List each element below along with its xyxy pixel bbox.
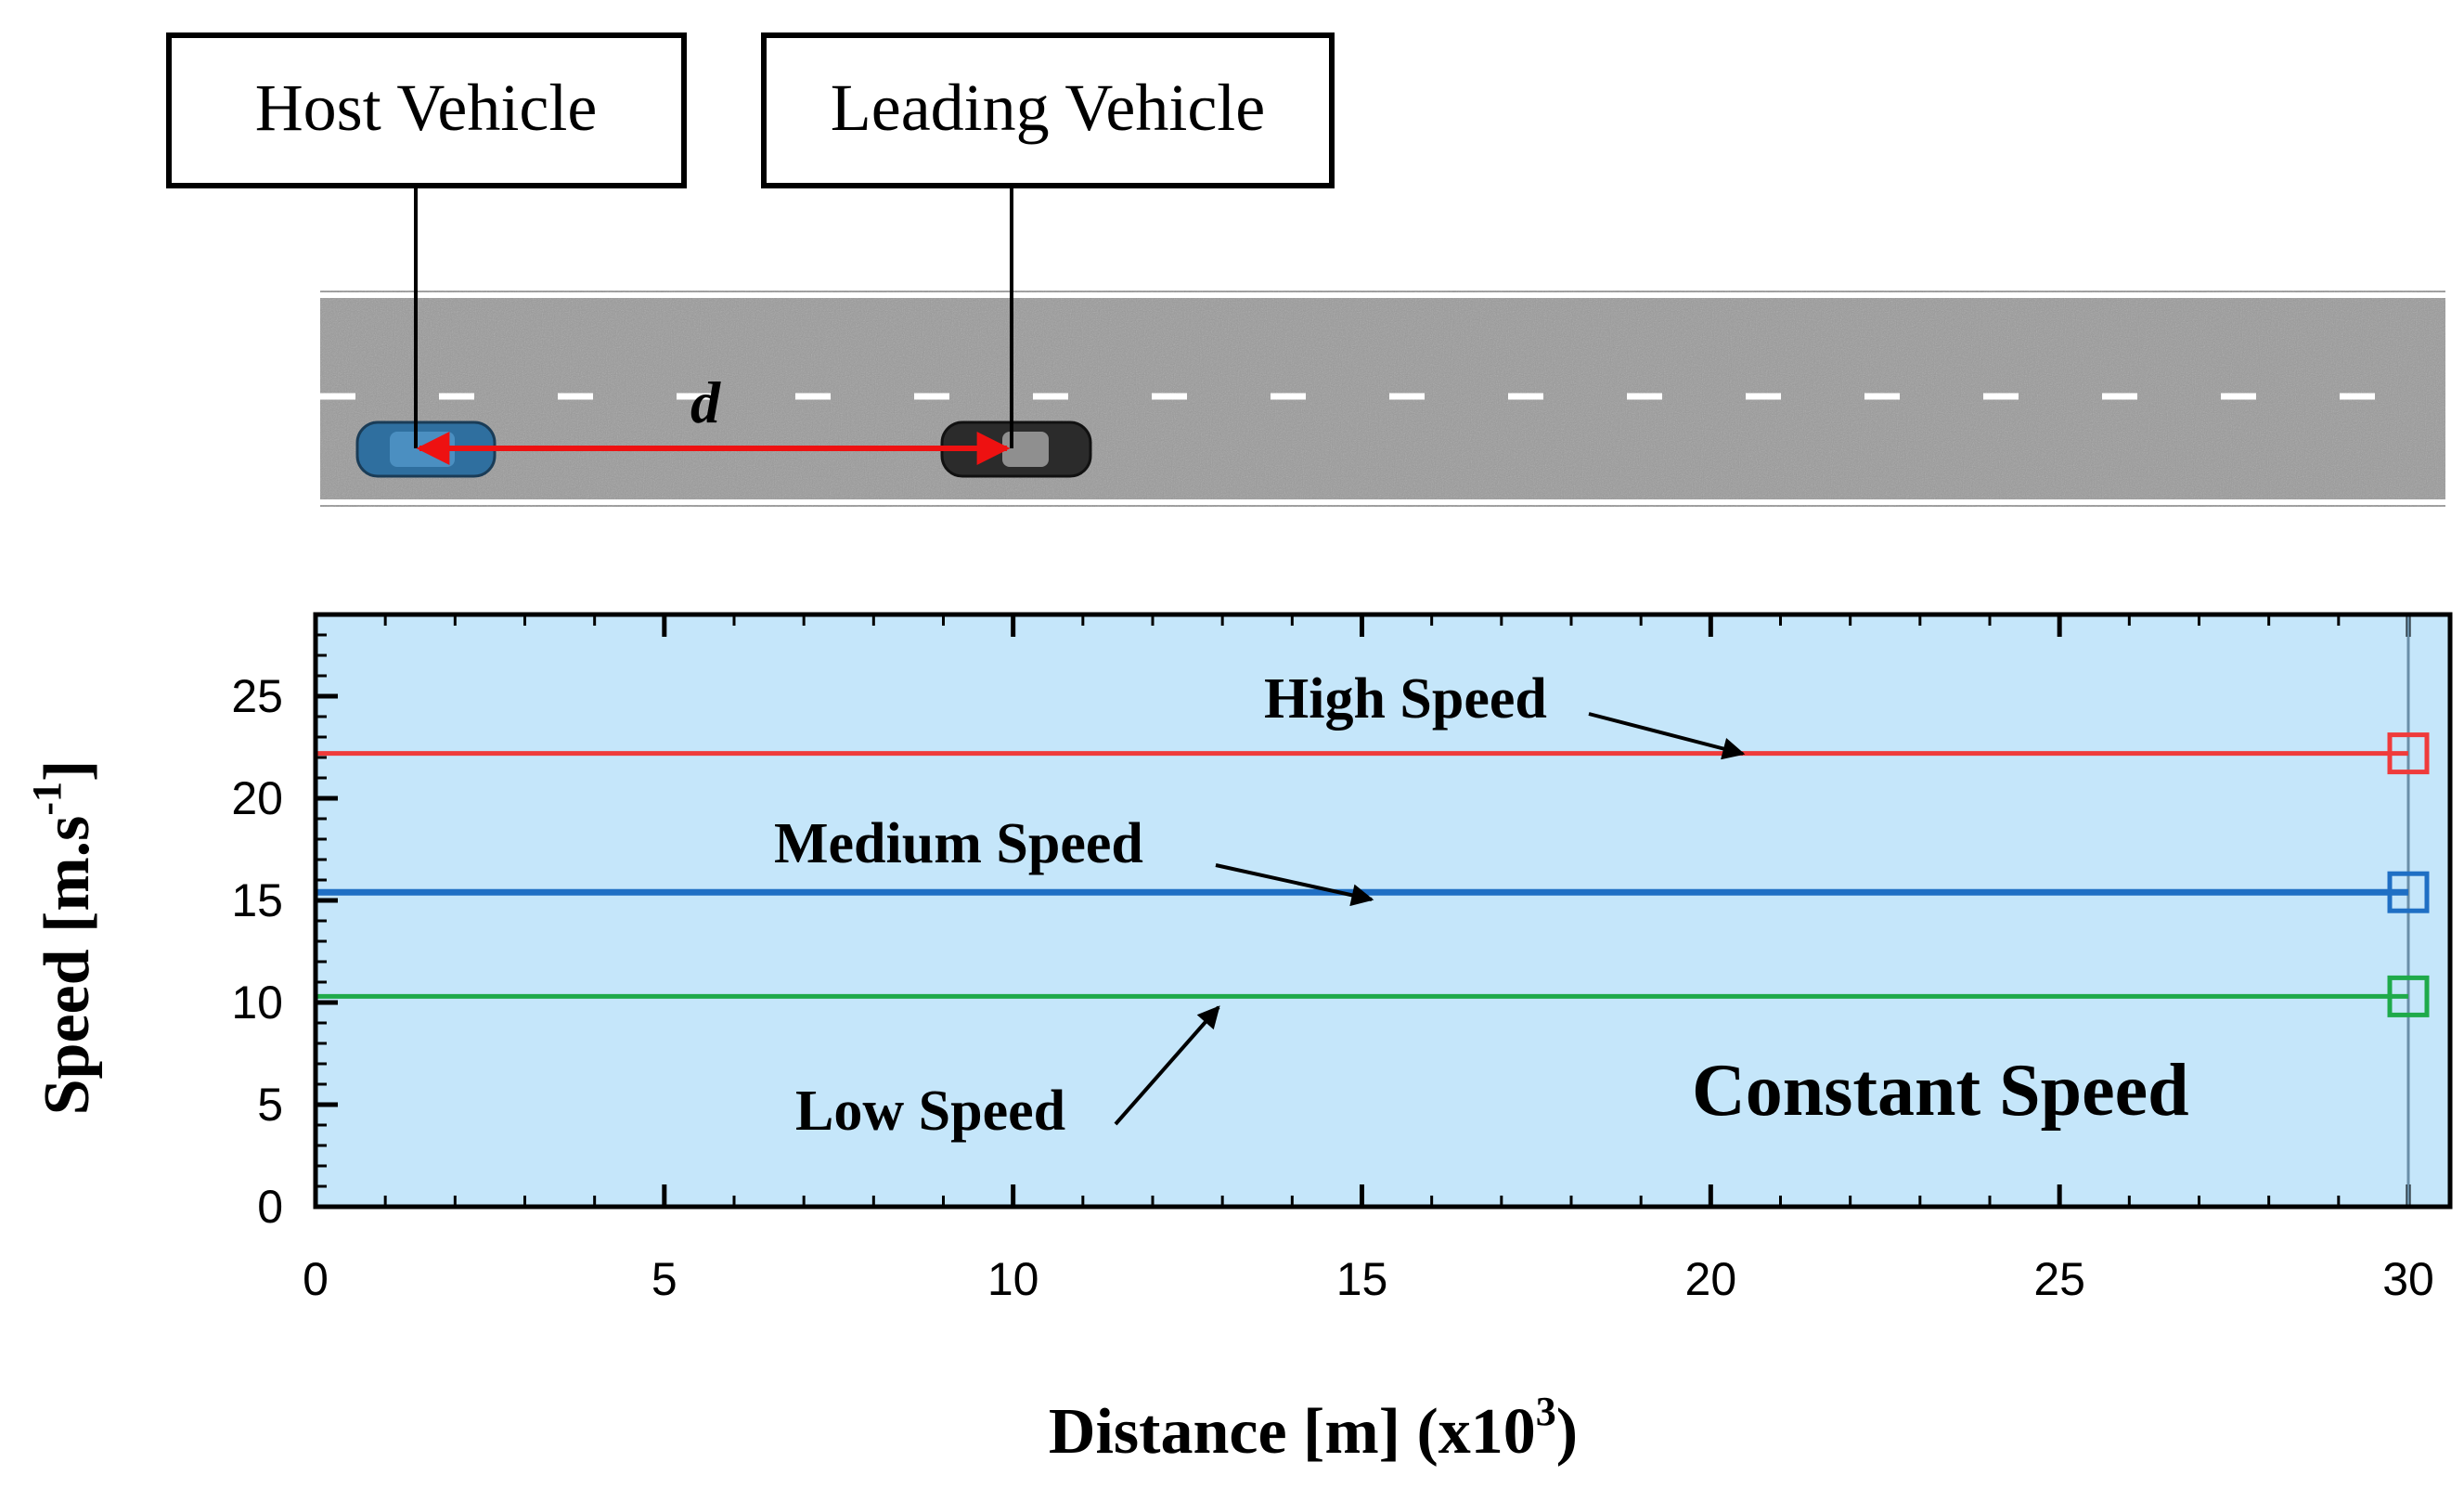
- arrow-high-speed: [1588, 712, 1746, 760]
- x-axis-title: Distance [m] (x103): [1049, 1389, 1578, 1468]
- road-asphalt: [320, 291, 2445, 507]
- series-marker-low-speed: [2387, 975, 2430, 1017]
- y-axis-title: Speed [m.s-1]: [24, 760, 103, 1116]
- y-tick-label: 0: [257, 1181, 283, 1233]
- leading-vehicle-window: [1002, 432, 1049, 467]
- y-tick-label: 15: [231, 874, 283, 926]
- series-marker-high-speed: [2387, 732, 2430, 775]
- x-axis-title-suffix: ): [1556, 1396, 1578, 1468]
- speed-chart: 0 5 10 15 20 25 30 0 5 10 15 20 25 High Speed Medium…: [24, 612, 2453, 1468]
- y-axis-title-main: Speed [m.s: [32, 816, 103, 1116]
- leading-label: Leading Vehicle: [831, 71, 1266, 145]
- y-tick-label: 20: [231, 772, 283, 824]
- leading-label-box: [761, 32, 1335, 188]
- x-tick-label: 30: [2382, 1253, 2434, 1305]
- x-tick-label: 10: [987, 1253, 1039, 1305]
- y-tick-label: 10: [231, 977, 283, 1029]
- plot-area: [316, 615, 2450, 1207]
- y-tick-label: 5: [257, 1079, 283, 1131]
- host-label-box: [166, 32, 687, 188]
- plot-frame: [313, 612, 2453, 1210]
- road-scene: d Host Vehicle Leading Vehicle: [166, 32, 2445, 507]
- y-tick-label: 25: [231, 670, 283, 722]
- label-low-speed: Low Speed: [795, 1080, 1065, 1143]
- tick-labels: 0 5 10 15 20 25 30 0 5 10 15 20 25: [231, 670, 2433, 1305]
- x-tick-label: 15: [1336, 1253, 1388, 1305]
- x-axis-title-main: Distance [m] (x10: [1049, 1396, 1536, 1468]
- x-tick-label: 0: [303, 1253, 329, 1305]
- label-medium-speed: Medium Speed: [774, 812, 1143, 875]
- x-axis-title-sup: 3: [1536, 1389, 1556, 1434]
- series-marker-medium-speed: [2387, 871, 2430, 913]
- x-tick-label: 5: [651, 1253, 677, 1305]
- gap-label: d: [690, 369, 721, 435]
- x-tick-label: 25: [2033, 1253, 2085, 1305]
- host-label: Host Vehicle: [255, 71, 598, 145]
- y-axis-title-sup: -1: [24, 782, 70, 816]
- constant-speed-annotation: Constant Speed: [1692, 1050, 2189, 1132]
- y-axis-title-suffix: ]: [32, 760, 103, 782]
- arrow-medium-speed: [1215, 863, 1374, 907]
- arrow-low-speed: [1114, 1005, 1220, 1126]
- x-tick-label: 20: [1685, 1253, 1737, 1305]
- label-high-speed: High Speed: [1264, 667, 1547, 731]
